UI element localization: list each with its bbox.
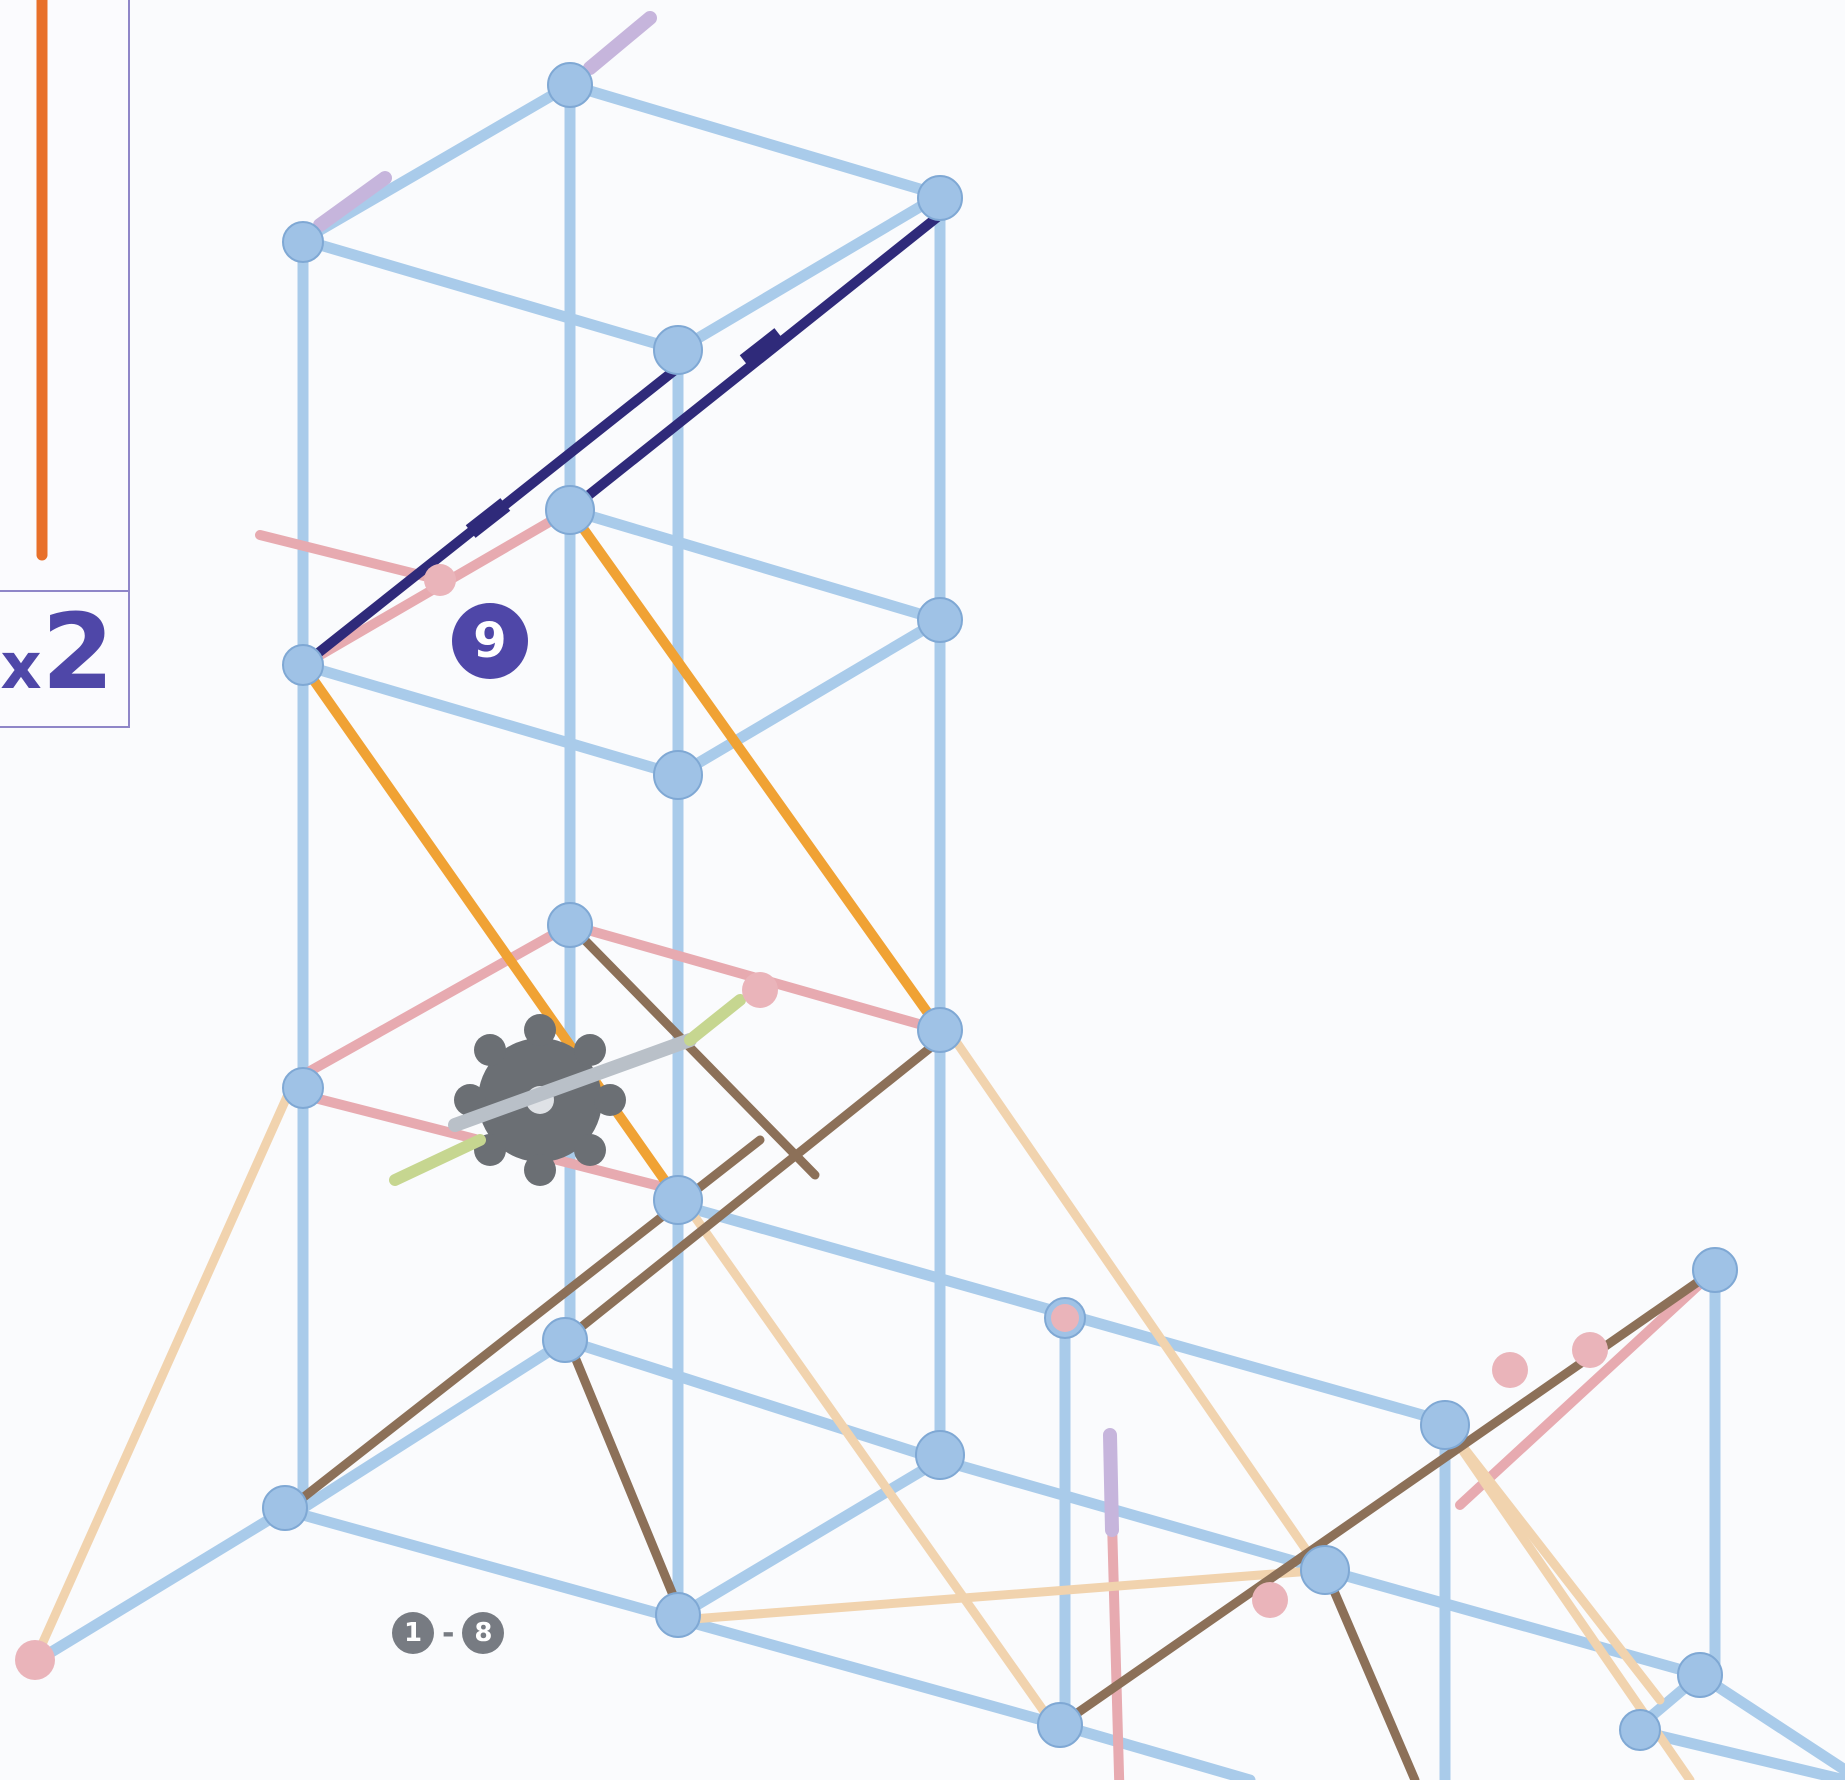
new-dark-rods xyxy=(298,210,945,670)
hub-connectors xyxy=(262,62,1738,1751)
pink-connectors xyxy=(15,564,1608,1680)
parts-callout-box: x2 xyxy=(0,0,130,728)
ground-frame xyxy=(24,1199,1845,1780)
range-separator: - xyxy=(442,1615,455,1651)
range-end-badge: 8 xyxy=(462,1612,505,1654)
parts-divider xyxy=(0,590,128,592)
tower-rings xyxy=(297,79,946,1514)
top-pegs xyxy=(313,11,1119,1537)
part-quantity: x2 xyxy=(0,600,114,704)
quantity-multiplier: x xyxy=(0,630,42,704)
previous-steps-range: 1 - 8 xyxy=(392,1612,505,1654)
range-start-badge: 1 xyxy=(392,1612,434,1654)
orange-rod-part-icon xyxy=(36,0,48,561)
quantity-number: 2 xyxy=(41,591,114,713)
tower-columns xyxy=(297,79,946,1621)
gear-wheel xyxy=(389,994,746,1186)
step-number-badge: 9 xyxy=(452,603,528,679)
